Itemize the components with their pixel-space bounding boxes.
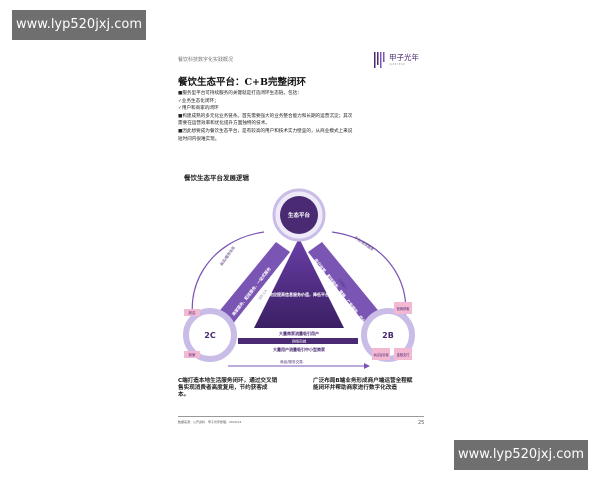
logo-subtitle: JAZZYEAR xyxy=(389,63,406,66)
page-title: 餐饮生态平台：C+B完整闭环 xyxy=(178,77,307,88)
right-tag-box xyxy=(372,348,390,360)
left-tag: 到店 xyxy=(188,310,196,315)
bottom-flow-label: 商品/服务交易 xyxy=(280,359,303,364)
node-2c-label: 2C xyxy=(204,331,216,340)
right-tag-box xyxy=(394,302,412,314)
hub-label: 生态平台 xyxy=(288,211,311,219)
node-2b-label: 2B xyxy=(382,331,394,340)
body-line: ■因此想要成为餐饮生态平台，是有较高的用户和技术实力壁垒的，从商业模式上来说 xyxy=(178,128,353,134)
inner-right-small: 订单收入 xyxy=(337,278,348,291)
right-tag: 供应链管理 xyxy=(373,352,388,357)
body-line: ■服务型平台可持续服务的关键就是打造闭环生态链。包括： xyxy=(178,91,302,96)
left-tag-box xyxy=(184,351,200,358)
right-tag: 金融支付 xyxy=(397,352,411,357)
middle-up-label: 大量商家流量吸引用户 xyxy=(279,330,319,336)
outer-left-label: 商品/服务信息 xyxy=(219,245,236,267)
brand-logo: 甲子光年 JAZZYEAR xyxy=(373,50,431,72)
diagram-title: 餐饮生态平台发展逻辑 xyxy=(184,174,249,182)
left-band xyxy=(212,242,290,330)
footer-divider xyxy=(178,416,424,417)
ecosystem-diagram: 商品/服务信息 平台/商家服务 商品/服务交易 商家服务、配送服务、一站式服务 … xyxy=(183,188,415,369)
body-line: 短时间内很难实现。 xyxy=(178,136,220,142)
body-text: ■服务型平台可持续服务的关键就是打造闭环生态链。包括： ✓业务生态化闭环； ✓用… xyxy=(178,90,424,143)
right-tag-box xyxy=(394,348,412,360)
body-line: ✓用户和商家的闭环 xyxy=(178,106,219,112)
middle-down-label: 大量用户流量吸引中小型商家 xyxy=(273,346,326,352)
watermark-bottom-right: www.lyp520jxj.com xyxy=(454,440,588,470)
node-2c-ring xyxy=(183,308,237,362)
left-tag-box xyxy=(184,309,200,316)
right-tag: 营销获客 xyxy=(397,306,411,311)
middle-mid-label: 网络同城 xyxy=(292,339,307,344)
right-band xyxy=(308,242,386,330)
middle-mid-bar xyxy=(238,338,358,344)
page-number: 25 xyxy=(418,420,425,426)
inner-left-small: 订单收入 xyxy=(257,288,268,301)
left-tag: 到家 xyxy=(188,352,196,357)
middle-up-bar xyxy=(238,331,358,338)
body-line: 需要在运营效率和优化提升方面独特的技术。 xyxy=(178,121,270,127)
center-triangle xyxy=(254,238,344,328)
body-line: ■构建成熟的多元化业务链条。首先需要强大的业务整合能力和长期的运营沉淀；其次 xyxy=(178,113,353,119)
report-header: 餐饮科技数字化实践概况 xyxy=(178,57,234,63)
caption-left: C端打造本地生活服务闭环，通过交叉销售实现消费者高度复用，节约获客成本。 xyxy=(178,378,278,398)
body-line: ✓业务生态化闭环； xyxy=(178,98,219,104)
watermark-top-left: www.lyp520jxj.com xyxy=(12,10,146,40)
center-text: 规模效应提高信息服务价值，降低平台成本 xyxy=(260,291,337,297)
logo-name: 甲子光年 xyxy=(389,53,419,62)
document-page: 餐饮科技数字化实践概况 甲子光年 JAZZYEAR 餐饮生态平台：C+B完整闭环… xyxy=(168,50,430,436)
footer-source: 数据来源：公开资料 甲子光年整理，2020/12 xyxy=(178,420,242,424)
logo-mark-icon xyxy=(374,52,385,68)
hub-circle xyxy=(280,196,318,234)
outer-right-label: 平台/商家服务 xyxy=(353,235,375,252)
caption-right: 广泛布局B端业务形成商户端运营全程赋能闭环并帮助商家进行数字化改造 xyxy=(313,378,413,391)
